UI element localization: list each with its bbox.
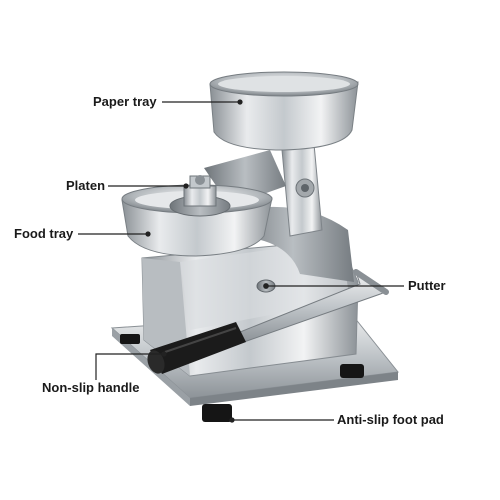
label-paper-tray: Paper tray: [93, 94, 157, 109]
handle-grip: [147, 322, 246, 374]
label-non-slip-handle: Non-slip handle: [42, 380, 140, 395]
paper-tray: [209, 71, 359, 151]
foot-pads: [120, 334, 364, 422]
platen: [169, 175, 231, 217]
label-food-tray: Food tray: [14, 226, 74, 241]
label-platen: Platen: [66, 178, 106, 193]
foot-pad-back-right: [340, 364, 364, 378]
foot-pad-front: [202, 404, 232, 422]
label-putter: Putter: [408, 278, 446, 293]
leader-non-slip-handle: [95, 353, 164, 380]
leader-lines: [78, 99, 404, 423]
foot-pad-back-left: [120, 334, 140, 344]
label-anti-slip-foot-pad: Anti-slip foot pad: [337, 412, 444, 427]
